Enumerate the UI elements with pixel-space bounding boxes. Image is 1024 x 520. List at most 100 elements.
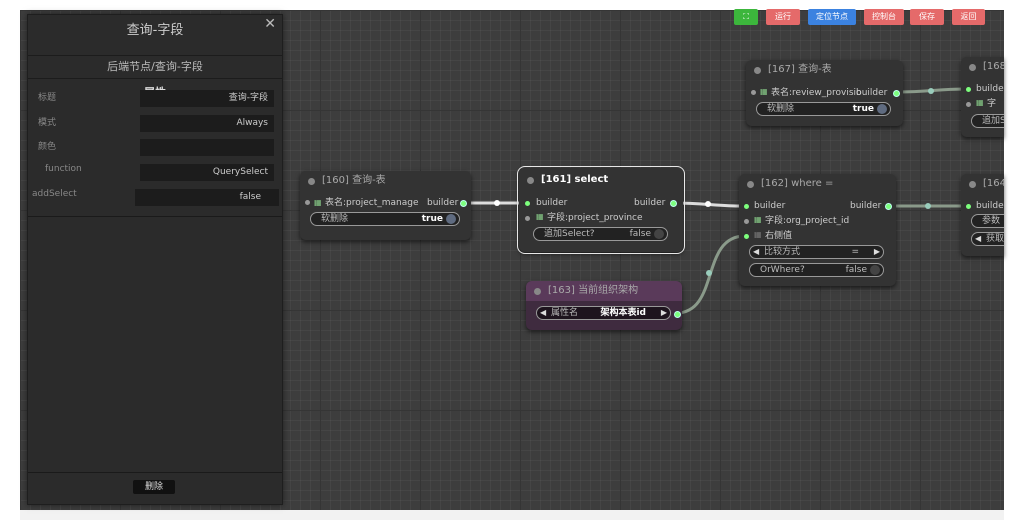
node-163[interactable]: [163] 当前组织架构 ◀ 属性名 架构本表id ▶ (526, 281, 682, 330)
toggle-label: 软删除 (767, 104, 795, 114)
locate-node-button[interactable]: 定位节点 (808, 9, 856, 25)
combo-label: 参数 (982, 216, 1001, 226)
field-label: 字段:project_province (547, 213, 643, 223)
output-label: builder (427, 198, 459, 208)
node-header[interactable]: [168 (961, 57, 1004, 77)
combo-label: 比较方式 (764, 247, 801, 257)
input-label: builder (536, 198, 568, 208)
field-label-function: function (45, 164, 82, 174)
delete-button[interactable]: 删除 (133, 480, 175, 494)
field-pin[interactable] (525, 216, 530, 221)
output-label: builder (856, 88, 888, 98)
toggle-knob (446, 214, 456, 224)
input-pin[interactable] (966, 87, 971, 92)
arrow-left-icon[interactable]: ◀ (753, 247, 760, 256)
or-where-toggle[interactable]: OrWhere? false (749, 263, 884, 277)
compare-mode-combo[interactable]: ◀ 比较方式 = ▶ (749, 245, 884, 259)
field-label-title: 标题 (38, 93, 57, 103)
panel-title: 查询-字段 (126, 23, 184, 38)
close-icon[interactable]: ✕ (264, 16, 276, 32)
node-status-dot (969, 181, 976, 188)
output-label: builder (634, 198, 666, 208)
table-icon: ▦ (314, 198, 322, 207)
toggle-knob (654, 229, 664, 239)
toggle-value: false (845, 265, 867, 275)
combo-label: 获取 (986, 234, 1004, 244)
node-header[interactable]: [164 (961, 174, 1004, 194)
right-value-pin[interactable] (744, 234, 749, 239)
node-header[interactable]: [163] 当前组织架构 (526, 281, 682, 301)
output-pin[interactable] (674, 311, 681, 318)
back-button[interactable]: 返回 (952, 9, 985, 25)
field-value-addselect[interactable]: false (135, 189, 279, 206)
table-icon: ▦ (754, 230, 762, 239)
field-value-mode[interactable]: Always (140, 115, 274, 132)
append-select-toggle[interactable]: 追加S (971, 114, 1004, 128)
node-header[interactable]: [160] 查询-表 (300, 171, 471, 191)
output-pin[interactable] (893, 90, 900, 97)
table-icon: ▦ (536, 212, 544, 221)
field-pin[interactable] (744, 219, 749, 224)
table-icon: ▦ (754, 215, 762, 224)
soft-delete-toggle[interactable]: 软删除 true (310, 212, 460, 226)
node-167[interactable]: [167] 查询-表 ▦ 表名:review_provisio builder … (746, 60, 903, 126)
input-pin[interactable] (744, 204, 749, 209)
output-pin[interactable] (460, 200, 467, 207)
node-status-dot (534, 288, 541, 295)
node-status-dot (747, 181, 754, 188)
field-value-color[interactable] (140, 139, 274, 156)
node-162[interactable]: [162] where = builder builder ▦ 字段:org_p… (739, 174, 896, 286)
node-title: [162] where = (761, 178, 834, 189)
input-label: builder (976, 84, 1004, 94)
node-status-dot (527, 177, 534, 184)
fullscreen-button[interactable]: ⛶ (734, 9, 758, 25)
arrow-right-icon[interactable]: ▶ (660, 308, 667, 317)
toggle-knob (877, 104, 887, 114)
node-160[interactable]: [160] 查询-表 ▦ 表名:project_manage builder 软… (300, 171, 471, 240)
arrow-right-icon[interactable]: ▶ (873, 247, 880, 256)
panel-subtitle: 后端节点/查询-字段 (28, 55, 282, 79)
field-label-addselect: addSelect (32, 189, 77, 199)
node-status-dot (308, 178, 315, 185)
append-select-toggle[interactable]: 追加Select? false (533, 227, 668, 241)
input-pin[interactable] (525, 201, 530, 206)
soft-delete-toggle[interactable]: 软删除 true (756, 102, 891, 116)
node-161[interactable]: [161] select builder builder ▦ 字段:projec… (517, 166, 685, 254)
field-label: 字段:org_project_id (765, 216, 850, 226)
table-name-label: 表名:review_provisio (771, 88, 862, 98)
output-pin[interactable] (670, 200, 677, 207)
node-168[interactable]: [168 builder ▦ 字 追加S (961, 57, 1004, 137)
combo-label: 属性名 (551, 308, 579, 318)
node-164[interactable]: [164 builder 参数 ◀ 获取 (961, 174, 1004, 256)
field-value-title[interactable]: 查询-字段 (140, 90, 274, 107)
get-combo[interactable]: ◀ 获取 (971, 232, 1004, 246)
param-combo[interactable]: 参数 (971, 214, 1004, 228)
node-header[interactable]: [161] select (519, 168, 683, 192)
toggle-value: true (421, 214, 443, 224)
input-pin[interactable] (966, 204, 971, 209)
input-pin[interactable] (305, 200, 310, 205)
node-header[interactable]: [167] 查询-表 (746, 60, 903, 80)
arrow-left-icon[interactable]: ◀ (975, 234, 982, 243)
run-button[interactable]: 运行 (766, 9, 800, 25)
output-pin[interactable] (885, 203, 892, 210)
input-label: builder (754, 201, 786, 211)
node-title: [168 (983, 61, 1004, 72)
canvas-scrollbar[interactable] (20, 510, 1004, 520)
console-button[interactable]: 控制台 (864, 9, 904, 25)
input-pin[interactable] (751, 90, 756, 95)
input-label: builder (976, 201, 1004, 211)
node-title: [163] 当前组织架构 (548, 285, 639, 296)
arrow-left-icon[interactable]: ◀ (540, 308, 547, 317)
panel-divider (28, 472, 282, 473)
table-name-label: 表名:project_manage (325, 198, 419, 208)
field-pin[interactable] (966, 102, 971, 107)
field-label-color: 颜色 (38, 142, 57, 152)
node-header[interactable]: [162] where = (739, 174, 896, 194)
field-value-function[interactable]: QuerySelect (140, 164, 274, 181)
save-button[interactable]: 保存 (910, 9, 944, 25)
field-label: 字 (987, 99, 997, 109)
node-title: [161] select (541, 174, 609, 185)
toggle-label: OrWhere? (760, 265, 805, 275)
attribute-combo[interactable]: ◀ 属性名 架构本表id ▶ (536, 306, 671, 320)
